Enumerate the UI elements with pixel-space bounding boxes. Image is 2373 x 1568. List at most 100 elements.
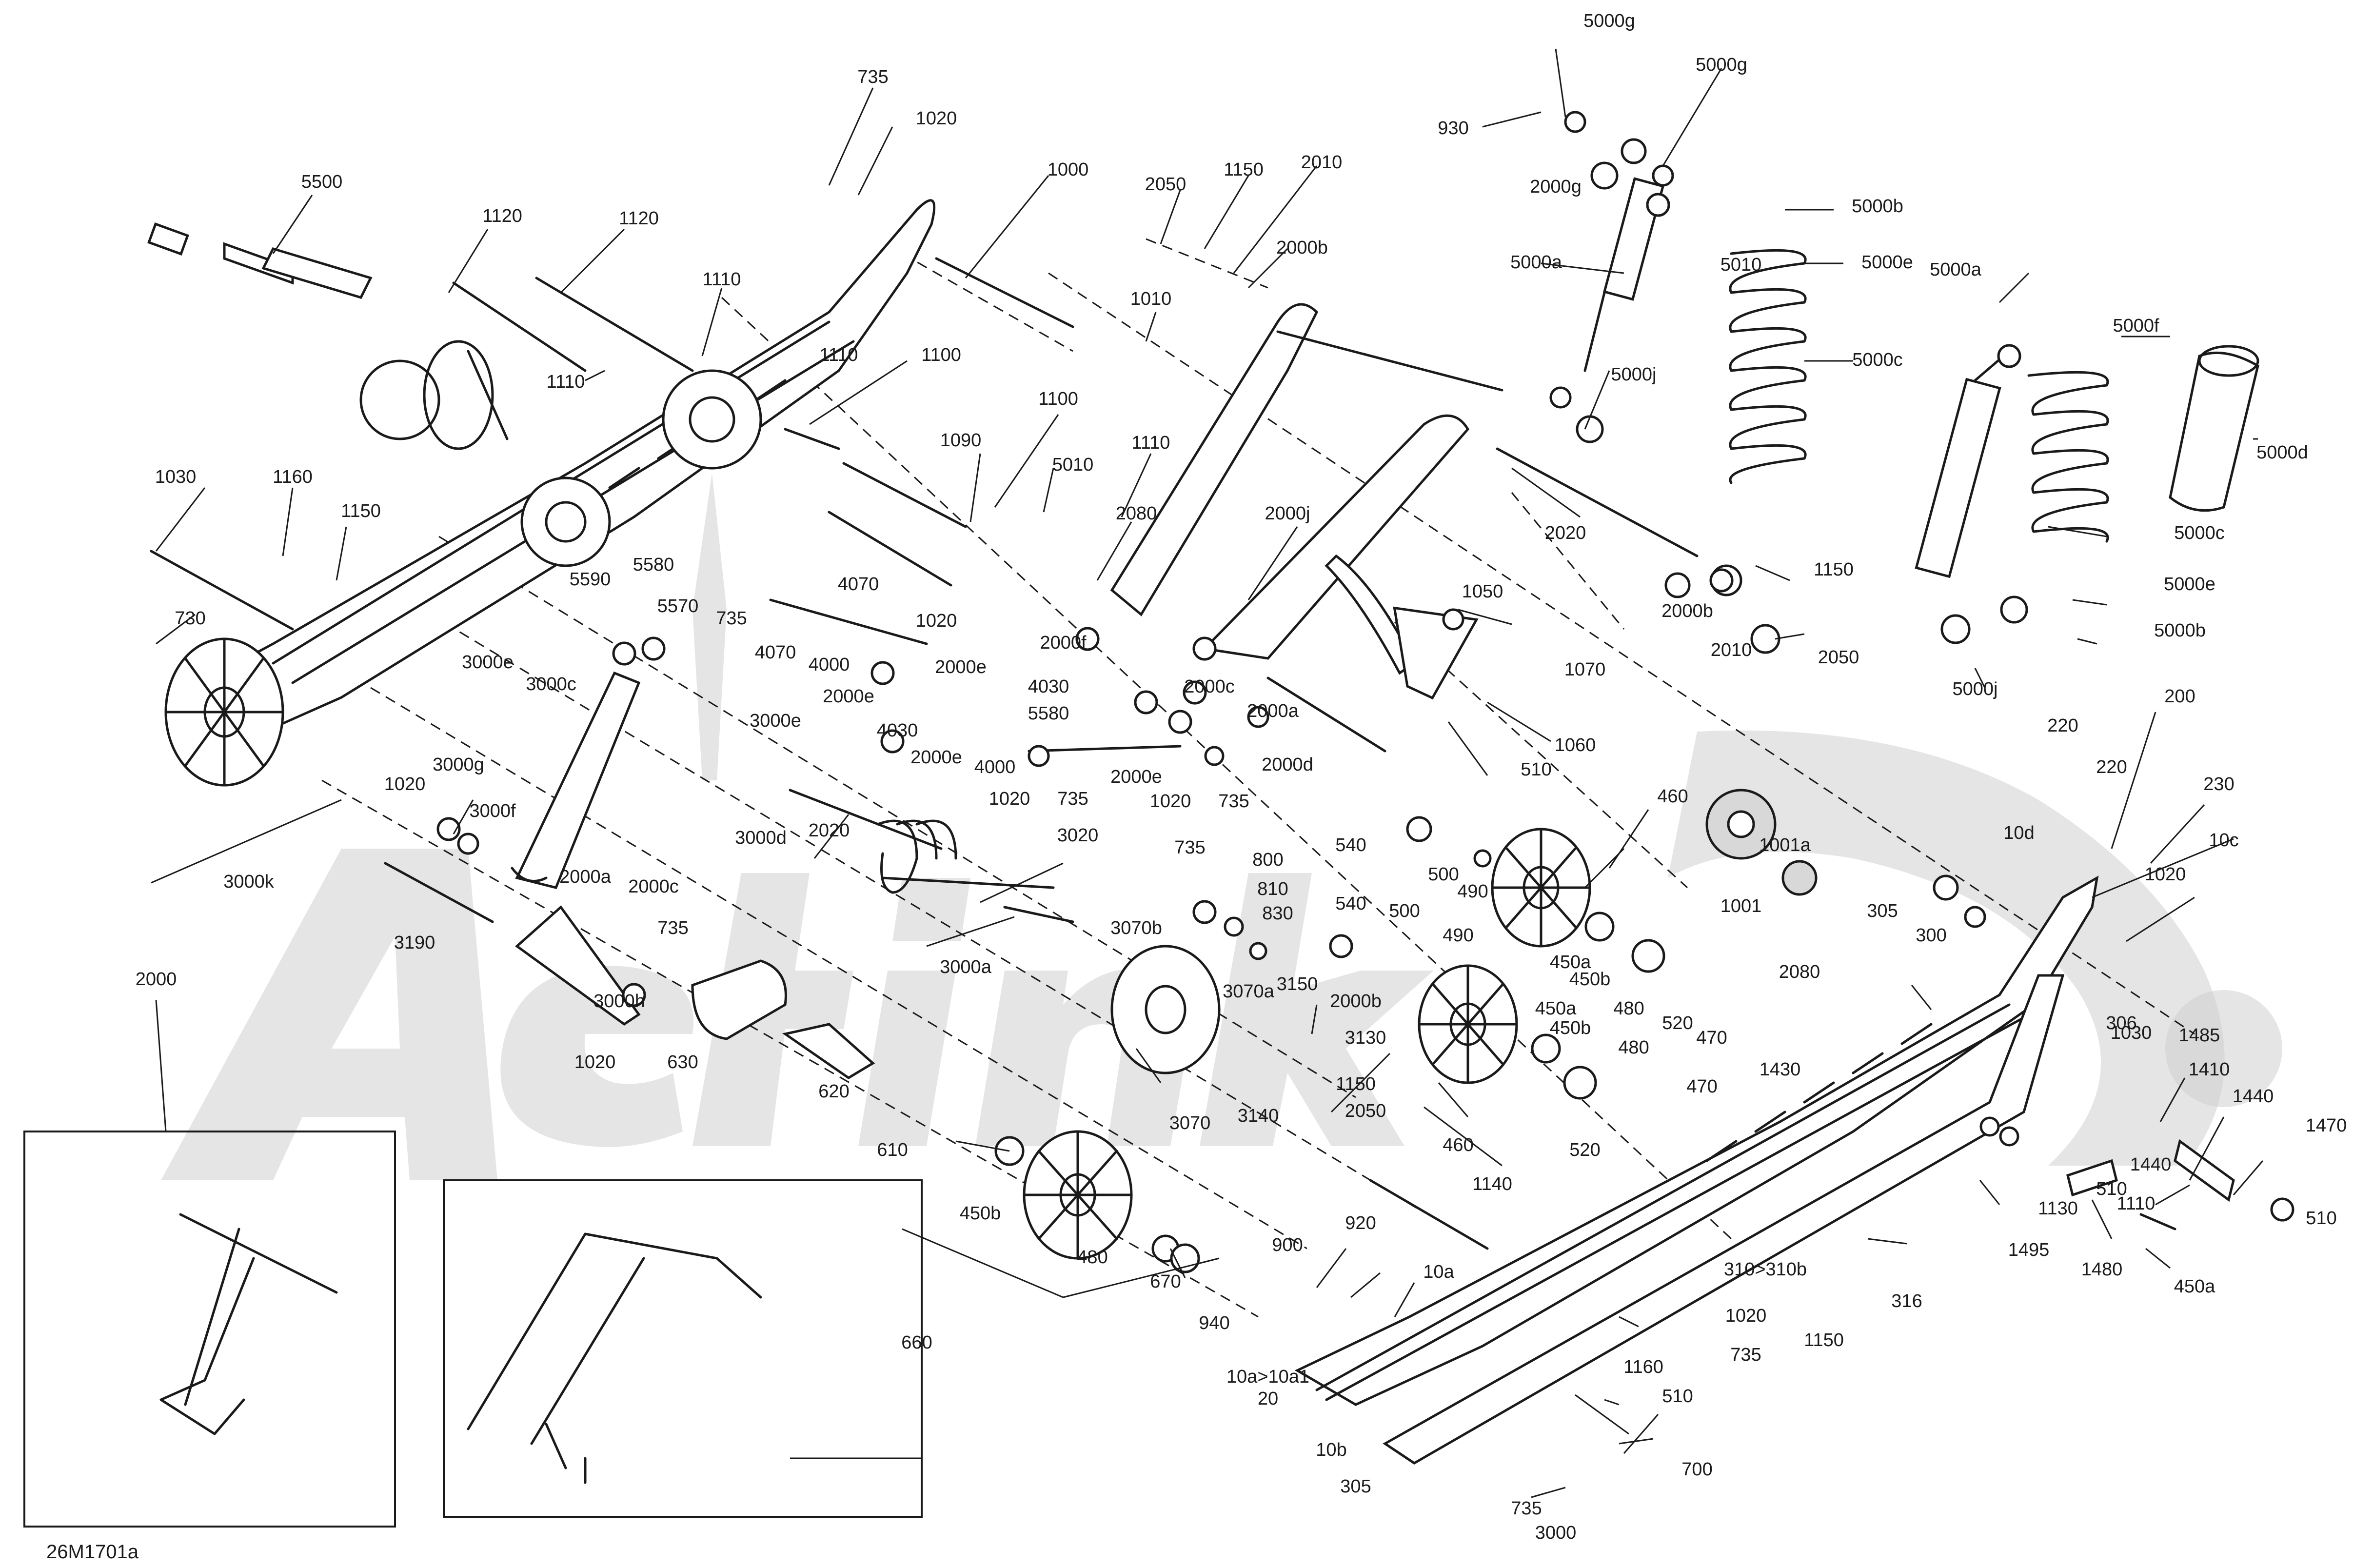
callout-label: 5000j <box>1953 679 1998 699</box>
callout-label: 1010 <box>1130 289 1172 309</box>
callout-label: 2050 <box>1818 647 1859 668</box>
callout-label: 1150 <box>1814 559 1854 580</box>
callout-label: 5000j <box>1611 364 1657 385</box>
callout-label: 620 <box>818 1081 849 1102</box>
callout-label: 5000d <box>2256 442 2308 463</box>
spring-5000c <box>1729 249 1807 484</box>
callout-label: 2000e <box>910 747 962 768</box>
callout-label: 305 <box>1867 901 1898 921</box>
front-arm-2000 <box>1110 303 1503 700</box>
callout-label: 316 <box>1891 1291 1922 1311</box>
callout-label: 5000c <box>2174 523 2225 543</box>
callout-label: 1110 <box>703 269 741 290</box>
callout-label: 1100 <box>1038 389 1078 409</box>
callout-label: 830 <box>1262 903 1293 924</box>
callout-label: 735 <box>1057 789 1088 809</box>
callout-label: 1150 <box>1804 1330 1844 1350</box>
callout-label: 735 <box>1730 1345 1761 1365</box>
callout-label: 5000f <box>2113 316 2159 336</box>
callout-label: 460 <box>1657 786 1688 807</box>
inset-2000 <box>443 1179 923 1518</box>
callout-label: 5000g <box>1583 11 1635 31</box>
callout-label: 1120 <box>619 208 659 229</box>
callout-label: 220 <box>2047 715 2078 736</box>
callout-label: 2000 <box>136 969 177 990</box>
callout-label: 3000e <box>462 652 514 673</box>
callout-label: 4030 <box>877 720 918 741</box>
callout-label: 470 <box>1686 1076 1717 1097</box>
callout-label: 1110 <box>547 372 585 392</box>
callout-label: 3000f <box>469 801 516 821</box>
wheel-460-lower <box>1418 964 1518 1084</box>
callout-label: 810 <box>1257 879 1288 899</box>
callout-label: 610 <box>877 1140 908 1160</box>
callout-label: 5580 <box>633 555 674 575</box>
callout-label: 3000c <box>526 674 576 695</box>
callout-label: 3000e <box>750 711 801 731</box>
callout-label: 5590 <box>570 569 611 590</box>
callout-label: 1130 <box>2038 1198 2078 1219</box>
callout-label: 735 <box>1174 837 1205 858</box>
callout-label: 5000g <box>1696 55 1747 75</box>
callout-label: 5010 <box>1720 255 1762 275</box>
watermark <box>161 473 2282 1180</box>
callout-label: 1110 <box>1132 433 1170 453</box>
callout-label: 3070 <box>1169 1113 1211 1133</box>
callout-label: 1020 <box>1150 791 1191 812</box>
callout-label: 3000g <box>433 754 484 775</box>
callout-label: 480 <box>1618 1037 1649 1058</box>
main-rail-right <box>1294 875 2099 1465</box>
callout-label: 3020 <box>1057 825 1099 846</box>
callout-label: 480 <box>1613 998 1644 1019</box>
callout-label: 930 <box>1438 118 1468 139</box>
callout-label: 3000a <box>940 957 992 977</box>
callout-label: 4070 <box>838 574 879 595</box>
callout-label: 490 <box>1457 881 1488 902</box>
callout-label: 3070b <box>1110 918 1162 938</box>
callout-label: 450a <box>1550 952 1591 973</box>
callout-label: 730 <box>175 608 205 629</box>
callout-label: 900 <box>1272 1235 1303 1255</box>
callout-label: 1020 <box>384 774 426 794</box>
callout-label: 940 <box>1199 1313 1229 1333</box>
callout-label: 2080 <box>1779 962 1820 982</box>
callout-label: 1120 <box>482 206 522 226</box>
callout-label: 220 <box>2096 757 2127 777</box>
callout-label: 700 <box>1681 1459 1712 1480</box>
callout-label: 1160 <box>1623 1357 1663 1377</box>
callout-label: 1110 <box>820 345 858 365</box>
idler-wheel-left <box>164 637 284 787</box>
callout-label: 2000e <box>823 686 874 707</box>
callout-label: 1020 <box>916 611 957 631</box>
callout-label: 300 <box>1916 925 1946 946</box>
callout-label: 630 <box>667 1052 698 1072</box>
callout-label: 2080 <box>1116 503 1157 524</box>
callout-label: 2000j <box>1265 503 1310 524</box>
callout-label: 2000b <box>1330 991 1382 1012</box>
rods-top-left <box>150 257 1699 1250</box>
callout-label: 540 <box>1335 893 1366 914</box>
callout-label: 1110 <box>2117 1193 2155 1214</box>
callout-label: 10c <box>2209 830 2238 851</box>
callout-label: 10a>10a1 <box>1226 1367 1309 1387</box>
callout-label: 2000c <box>628 876 679 897</box>
callout-label: 1030 <box>155 467 197 487</box>
wheel-670 <box>1023 1130 1133 1260</box>
callout-label: 2010 <box>1711 640 1752 660</box>
callout-label: 510 <box>1521 759 1551 780</box>
callout-label: 735 <box>716 608 747 629</box>
callout-label: 450b <box>1569 969 1611 990</box>
shock-cover-5000d <box>2169 345 2259 512</box>
callout-label: 1050 <box>1462 581 1503 602</box>
callout-label: 2020 <box>1545 523 1586 543</box>
callout-label: 1060 <box>1555 735 1596 755</box>
callout-label: 1495 <box>2008 1240 2050 1260</box>
callout-label: 10a <box>1423 1262 1454 1282</box>
callout-label: 2000b <box>1661 601 1713 621</box>
callout-label: 5010 <box>1052 455 1094 475</box>
callout-label: 200 <box>2164 686 2195 707</box>
callout-label: 510 <box>1662 1386 1693 1407</box>
callout-label: 1430 <box>1760 1059 1801 1080</box>
